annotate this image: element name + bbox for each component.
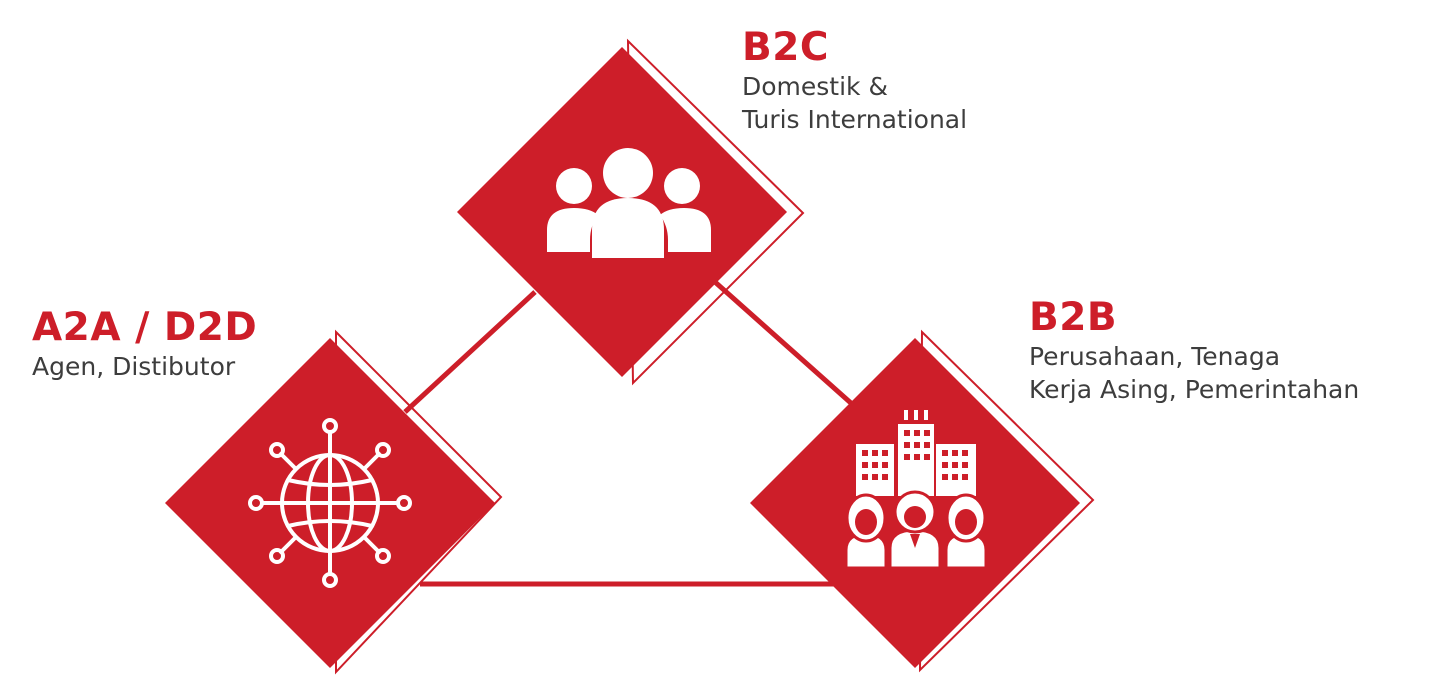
a2a-label: A2A / D2D Agen, Distibutor bbox=[32, 306, 257, 383]
people-group-icon bbox=[547, 148, 711, 258]
globe-network-icon bbox=[248, 418, 412, 588]
b2b-description-line-1: Perusahaan, Tenaga bbox=[1029, 342, 1281, 371]
b2c-description-line-1: Domestik & bbox=[742, 72, 888, 101]
b2b-diamond bbox=[750, 329, 1095, 673]
b2b-description-line-2: Kerja Asing, Pemerintahan bbox=[1029, 375, 1360, 404]
connector-b2c-b2b bbox=[713, 280, 854, 406]
buildings-people-icon bbox=[844, 410, 988, 570]
b2c-diamond bbox=[457, 38, 805, 386]
connector-lines bbox=[403, 280, 854, 587]
a2a-description-line-1: Agen, Distibutor bbox=[32, 352, 236, 381]
connector-b2c-a2a bbox=[403, 290, 537, 414]
b2b-title: B2B bbox=[1029, 295, 1118, 340]
a2a-title: A2A / D2D bbox=[32, 305, 258, 350]
b2b-label: B2B Perusahaan, Tenaga Kerja Asing, Peme… bbox=[1029, 296, 1359, 406]
a2a-diamond bbox=[165, 329, 503, 675]
b2c-label: B2C Domestik & Turis International bbox=[742, 26, 967, 136]
b2c-title: B2C bbox=[742, 25, 829, 70]
b2c-description-line-2: Turis International bbox=[742, 105, 968, 134]
